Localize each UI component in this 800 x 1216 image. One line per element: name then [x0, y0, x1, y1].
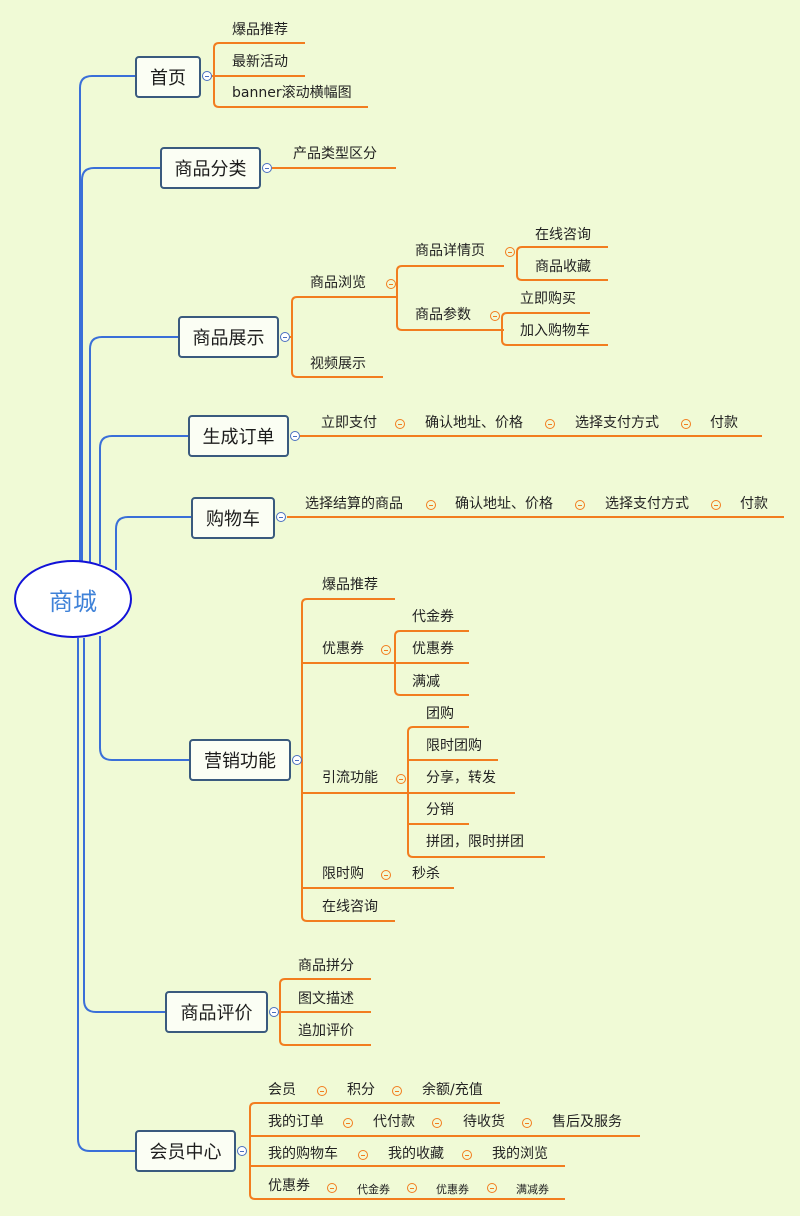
display-browse[interactable]: 商品浏览: [310, 275, 366, 291]
collapse-icon[interactable]: [358, 1150, 368, 1160]
topic-home[interactable]: 首页: [135, 56, 201, 98]
member-item[interactable]: 我的收藏: [388, 1146, 444, 1162]
traffic-item[interactable]: 限时团购: [426, 738, 482, 754]
review-item[interactable]: 追加评价: [298, 1023, 354, 1039]
collapse-icon[interactable]: [343, 1118, 353, 1128]
traffic-item[interactable]: 分销: [426, 802, 454, 818]
member-item[interactable]: 待收货: [463, 1114, 505, 1130]
member-item[interactable]: 我的浏览: [492, 1146, 548, 1162]
collapse-icon[interactable]: [407, 1183, 417, 1193]
order-step[interactable]: 确认地址、价格: [425, 415, 523, 431]
cart-step[interactable]: 付款: [740, 496, 768, 512]
collapse-cart-icon[interactable]: [276, 512, 286, 522]
order-step[interactable]: 选择支付方式: [575, 415, 659, 431]
member-item[interactable]: 优惠券: [436, 1183, 469, 1196]
collapse-display-icon[interactable]: [280, 332, 290, 342]
display-detail[interactable]: 商品详情页: [415, 243, 485, 259]
display-video[interactable]: 视频展示: [310, 356, 366, 372]
cart-step[interactable]: 选择结算的商品: [305, 496, 403, 512]
collapse-icon[interactable]: [487, 1183, 497, 1193]
review-connectors: [279, 978, 371, 1046]
traffic-item[interactable]: 分享，转发: [426, 770, 496, 786]
topic-cart[interactable]: 购物车: [191, 497, 275, 539]
coupon-item[interactable]: 满减: [412, 674, 440, 690]
member-item[interactable]: 优惠券: [268, 1178, 310, 1194]
member-item[interactable]: 代付款: [373, 1114, 415, 1130]
main-branches: [77, 75, 191, 1152]
flash-item[interactable]: 秒杀: [412, 866, 440, 882]
marketing-coupon[interactable]: 优惠券: [322, 641, 364, 657]
collapse-icon[interactable]: [317, 1086, 327, 1096]
member-item[interactable]: 会员: [268, 1082, 296, 1098]
collapse-traffic-icon[interactable]: [396, 774, 406, 784]
marketing-connectors: [301, 598, 545, 922]
collapse-icon[interactable]: [575, 500, 585, 510]
home-connectors: [212, 42, 368, 108]
member-item[interactable]: 满减券: [516, 1183, 549, 1196]
display-connectors: [290, 246, 608, 378]
display-params[interactable]: 商品参数: [415, 307, 471, 323]
order-step[interactable]: 立即支付: [321, 415, 377, 431]
collapse-flash-icon[interactable]: [381, 870, 391, 880]
collapse-icon[interactable]: [462, 1150, 472, 1160]
topic-review[interactable]: 商品评价: [165, 991, 268, 1033]
topic-marketing[interactable]: 营销功能: [189, 739, 291, 781]
category-item[interactable]: 产品类型区分: [293, 146, 377, 162]
detail-item[interactable]: 在线咨询: [535, 227, 591, 243]
collapse-icon[interactable]: [545, 419, 555, 429]
collapse-icon[interactable]: [681, 419, 691, 429]
coupon-item[interactable]: 优惠券: [412, 641, 454, 657]
root-topic-mall[interactable]: 商城: [14, 560, 132, 638]
collapse-icon[interactable]: [522, 1118, 532, 1128]
topic-category[interactable]: 商品分类: [160, 147, 261, 189]
member-item[interactable]: 积分: [347, 1082, 375, 1098]
collapse-icon[interactable]: [432, 1118, 442, 1128]
marketing-flash[interactable]: 限时购: [322, 866, 364, 882]
traffic-item[interactable]: 拼团，限时拼团: [426, 834, 524, 850]
collapse-params-icon[interactable]: [490, 311, 500, 321]
home-item[interactable]: 爆品推荐: [232, 22, 288, 38]
collapse-detail-icon[interactable]: [505, 247, 515, 257]
home-item[interactable]: banner滚动横幅图: [232, 85, 352, 101]
collapse-coupon-icon[interactable]: [381, 645, 391, 655]
collapse-icon[interactable]: [327, 1183, 337, 1193]
collapse-category-icon[interactable]: [262, 163, 272, 173]
traffic-item[interactable]: 团购: [426, 706, 454, 722]
collapse-review-icon[interactable]: [269, 1007, 279, 1017]
collapse-order-icon[interactable]: [290, 431, 300, 441]
member-item[interactable]: 余额/充值: [422, 1082, 483, 1098]
member-item[interactable]: 代金券: [357, 1183, 390, 1196]
member-item[interactable]: 我的购物车: [268, 1146, 338, 1162]
member-item[interactable]: 我的订单: [268, 1114, 324, 1130]
review-item[interactable]: 商品拼分: [298, 958, 354, 974]
collapse-icon[interactable]: [711, 500, 721, 510]
collapse-marketing-icon[interactable]: [292, 755, 302, 765]
collapse-browse-icon[interactable]: [386, 279, 396, 289]
order-step[interactable]: 付款: [710, 415, 738, 431]
marketing-hot[interactable]: 爆品推荐: [322, 577, 378, 593]
topic-display[interactable]: 商品展示: [178, 316, 279, 358]
review-item[interactable]: 图文描述: [298, 991, 354, 1007]
topic-order[interactable]: 生成订单: [188, 415, 289, 457]
cart-step[interactable]: 确认地址、价格: [455, 496, 553, 512]
collapse-home-icon[interactable]: [202, 71, 212, 81]
params-item[interactable]: 加入购物车: [520, 323, 590, 339]
topic-member[interactable]: 会员中心: [135, 1130, 236, 1172]
member-connectors: [249, 1102, 640, 1200]
member-item[interactable]: 售后及服务: [552, 1114, 622, 1130]
marketing-traffic[interactable]: 引流功能: [322, 770, 378, 786]
params-item[interactable]: 立即购买: [520, 291, 576, 307]
collapse-member-icon[interactable]: [237, 1146, 247, 1156]
collapse-icon[interactable]: [392, 1086, 402, 1096]
cart-step[interactable]: 选择支付方式: [605, 496, 689, 512]
coupon-item[interactable]: 代金券: [412, 609, 454, 625]
marketing-consult[interactable]: 在线咨询: [322, 899, 378, 915]
collapse-icon[interactable]: [426, 500, 436, 510]
collapse-icon[interactable]: [395, 419, 405, 429]
home-item[interactable]: 最新活动: [232, 54, 288, 70]
detail-item[interactable]: 商品收藏: [535, 259, 591, 275]
